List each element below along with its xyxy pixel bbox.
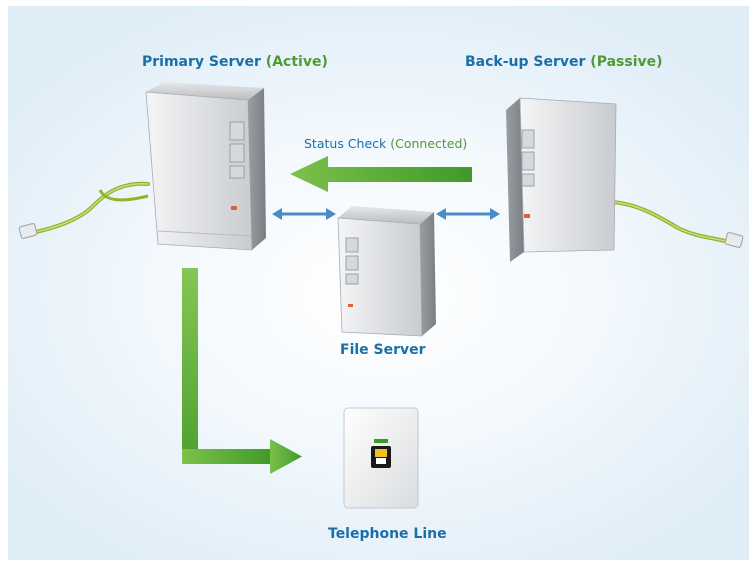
backup-server-label: Back-up Server (Passive) — [465, 54, 663, 70]
server-tower-icon — [145, 82, 266, 251]
status-check-label: Status Check (Connected) — [304, 136, 467, 151]
ethernet-cable-icon — [610, 200, 744, 248]
telephone-jack-icon — [343, 407, 419, 509]
arrow-left-icon — [290, 156, 472, 192]
server-tower-icon — [506, 97, 617, 262]
server-tower-icon — [337, 206, 436, 337]
file-server-label: File Server — [340, 342, 426, 358]
double-arrow-icon — [436, 208, 500, 220]
status-check-state: (Connected) — [390, 136, 468, 151]
ethernet-cable-icon — [18, 181, 150, 239]
primary-server-label: Primary Server (Active) — [142, 54, 328, 70]
diagram-graphics — [18, 82, 744, 509]
elbow-arrow-icon — [182, 268, 302, 474]
primary-server-name: Primary Server — [142, 54, 261, 70]
backup-server-state: (Passive) — [590, 54, 663, 70]
status-check-text: Status Check — [304, 136, 387, 151]
telephone-line-label: Telephone Line — [328, 526, 447, 542]
double-arrow-icon — [272, 208, 336, 220]
primary-server-state: (Active) — [265, 54, 328, 70]
diagram-canvas: Primary Server (Active) Back-up Server (… — [8, 6, 749, 560]
backup-server-name: Back-up Server — [465, 54, 586, 70]
